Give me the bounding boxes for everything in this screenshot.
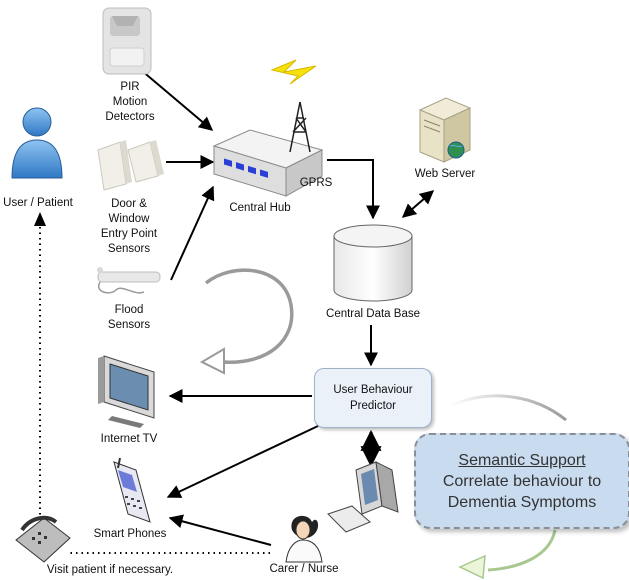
pir-to-hub-arrow xyxy=(140,69,214,131)
db-webserver-arrow xyxy=(401,190,435,218)
server-icon xyxy=(418,97,472,163)
flood-label: Flood Sensors xyxy=(100,303,158,333)
door-window-label: Door & Window Entry Point Sensors xyxy=(90,197,168,257)
predictor-line-2: Predictor xyxy=(349,400,397,412)
door-label-line: Window xyxy=(108,213,150,225)
semantic-support-line-2: Dementia Symptoms xyxy=(447,493,597,511)
door-label-line: Sensors xyxy=(107,243,151,255)
hub-to-db-arrow xyxy=(327,159,380,220)
lightning-icon xyxy=(270,59,317,85)
hub-icon xyxy=(212,129,324,197)
learning-loop-arc xyxy=(204,268,294,364)
central-hub-label: Central Hub xyxy=(229,202,291,214)
visit-patient-label: Visit patient if necessary. xyxy=(46,564,174,576)
database-icon xyxy=(333,224,413,302)
carer-nurse-label: Carer / Nurse xyxy=(269,563,339,575)
semantic-support-line-1: Correlate behaviour to xyxy=(442,472,602,490)
connectors xyxy=(140,69,435,546)
semantic-arc-arrowhead xyxy=(458,554,486,580)
tv-icon xyxy=(98,355,155,428)
pir-label-line: Motion xyxy=(112,96,148,108)
predictor-to-phone-arrow xyxy=(166,425,319,498)
pir-label-line: Detectors xyxy=(105,111,155,123)
nurse-icon xyxy=(285,515,323,563)
internet-tv-label: Internet TV xyxy=(100,433,158,445)
door-label-line: Entry Point xyxy=(100,228,158,240)
pir-label: PIR Motion Detectors xyxy=(100,80,160,125)
web-server-label: Web Server xyxy=(414,168,476,180)
predictor-line-1: User Behaviour xyxy=(333,384,413,396)
carer-to-phone-arrow xyxy=(168,514,272,546)
smart-phones-label: Smart Phones xyxy=(93,528,167,540)
motion-sensor-icon xyxy=(102,7,152,75)
user-icon xyxy=(11,107,63,179)
semantic-support-title: Semantic Support xyxy=(458,451,586,469)
flood-sensor-icon xyxy=(97,267,161,294)
semantic-lower-arc xyxy=(487,529,557,572)
flood-to-hub-arrow xyxy=(170,185,215,281)
antenna-icon xyxy=(289,101,311,153)
mobile-phone-icon xyxy=(113,457,151,523)
semantic-support-box: Semantic Support Correlate behaviour to … xyxy=(414,433,629,529)
pir-label-line: PIR xyxy=(120,81,140,93)
learning-loop-arrowhead xyxy=(199,347,225,375)
central-db-label: Central Data Base xyxy=(326,308,420,320)
visit-path xyxy=(39,222,270,554)
dotted-arrow-head xyxy=(34,212,46,226)
door-label-line: Door & xyxy=(111,198,147,210)
user-patient-label: User / Patient xyxy=(3,197,73,209)
flood-label-line: Sensors xyxy=(107,319,151,331)
semantic-upper-arc xyxy=(449,394,567,422)
flood-label-line: Flood xyxy=(114,304,144,316)
desk-phone-icon xyxy=(15,515,71,563)
door-sensor-icon xyxy=(97,140,164,191)
gprs-label: GPRS xyxy=(299,177,333,189)
computer-icon xyxy=(327,461,399,533)
user-behaviour-predictor-box: User Behaviour Predictor xyxy=(314,368,432,428)
